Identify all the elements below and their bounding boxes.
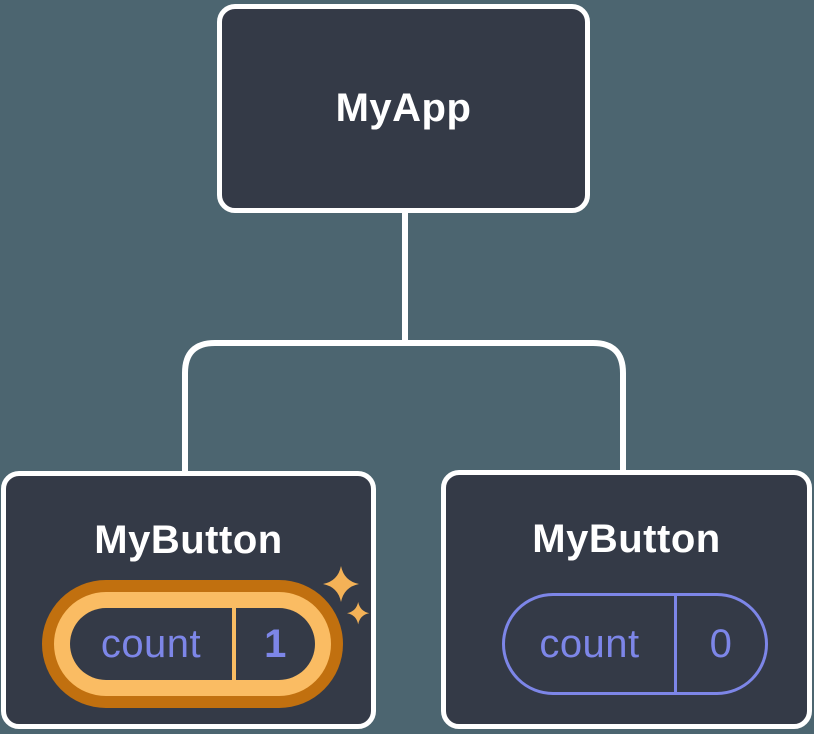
sparkles-icon [323, 566, 370, 625]
pill-divider [232, 608, 236, 680]
node-mybutton-highlighted: MyButton count 1 [1, 471, 376, 729]
node-mybutton-2-label: MyButton [532, 517, 721, 561]
node-mybutton-plain: MyButton count 0 [441, 470, 812, 729]
pill-divider [674, 596, 677, 692]
state-name: count [100, 621, 202, 666]
state-value: 1 [264, 621, 287, 666]
state-name: count [539, 621, 640, 666]
state-pill-highlighted: count 1 [42, 580, 343, 708]
state-pill-plain: count 0 [502, 593, 768, 695]
state-pill-gold-ring: count 1 [54, 592, 331, 696]
state-value: 0 [709, 621, 733, 666]
state-pill-content: count 1 [70, 608, 315, 680]
node-mybutton-1-label: MyButton [94, 518, 283, 562]
node-myapp-label: MyApp [335, 86, 472, 130]
node-myapp: MyApp [217, 4, 590, 213]
